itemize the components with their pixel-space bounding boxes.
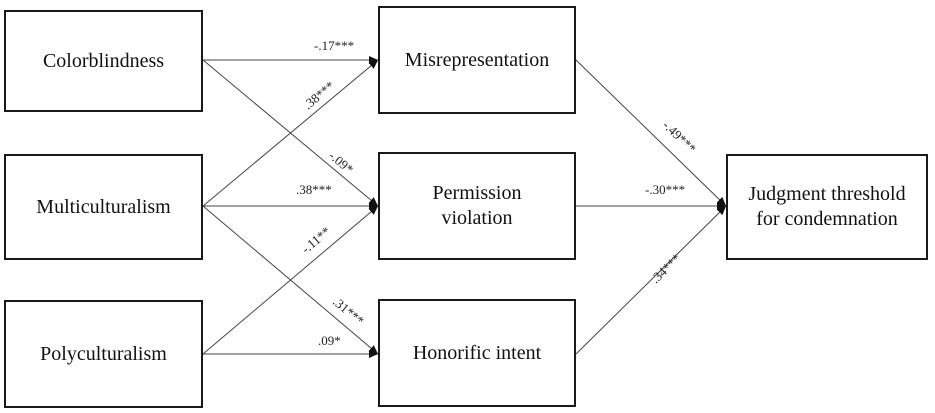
node-multiculturalism-label: Multiculturalism	[36, 195, 171, 218]
path-multiculturalism-misrepresentation	[202, 59, 379, 207]
node-honorific-label: Honorific intent	[412, 341, 542, 364]
node-judgment-threshold: Judgment threshold for condemnation	[726, 154, 928, 260]
node-permission-violation: Permission violation	[378, 152, 576, 260]
node-honorific-intent: Honorific intent	[378, 299, 576, 407]
coef-polyculturalism-honorific: .09*	[318, 333, 341, 348]
path-honorific-judgment	[575, 205, 727, 355]
node-colorblindness-label: Colorblindness	[42, 49, 165, 72]
coef-colorblindness-misrepresentation: -.17***	[314, 38, 354, 53]
node-judgment-label-line1: Judgment threshold	[748, 183, 906, 205]
node-permission-label-line2: violation	[441, 207, 513, 229]
coef-misrepresentation-judgment: -.49***	[660, 117, 699, 156]
node-misrepresentation-label: Misrepresentation	[404, 48, 550, 71]
node-polyculturalism-label: Polyculturalism	[40, 342, 167, 365]
coef-permission-judgment: -.30***	[645, 182, 685, 197]
node-multiculturalism: Multiculturalism	[4, 154, 203, 260]
node-permission-label-line1: Permission	[432, 182, 522, 204]
node-colorblindness: Colorblindness	[4, 10, 203, 112]
node-misrepresentation: Misrepresentation	[378, 6, 576, 114]
path-misrepresentation-judgment	[575, 59, 727, 207]
coef-honorific-judgment: .34***	[648, 251, 684, 287]
coef-multiculturalism-misrepresentation: .38***	[300, 78, 337, 112]
coef-multiculturalism-permission: .38***	[296, 182, 332, 197]
coef-colorblindness-permission: -.09*	[326, 148, 356, 177]
coef-polyculturalism-permission: -.11**	[298, 224, 333, 257]
node-polyculturalism: Polyculturalism	[4, 300, 203, 408]
path-polyculturalism-permission	[202, 205, 379, 355]
coef-multiculturalism-honorific: .31***	[330, 294, 367, 328]
node-judgment-label-line2: for condemnation	[756, 208, 898, 230]
